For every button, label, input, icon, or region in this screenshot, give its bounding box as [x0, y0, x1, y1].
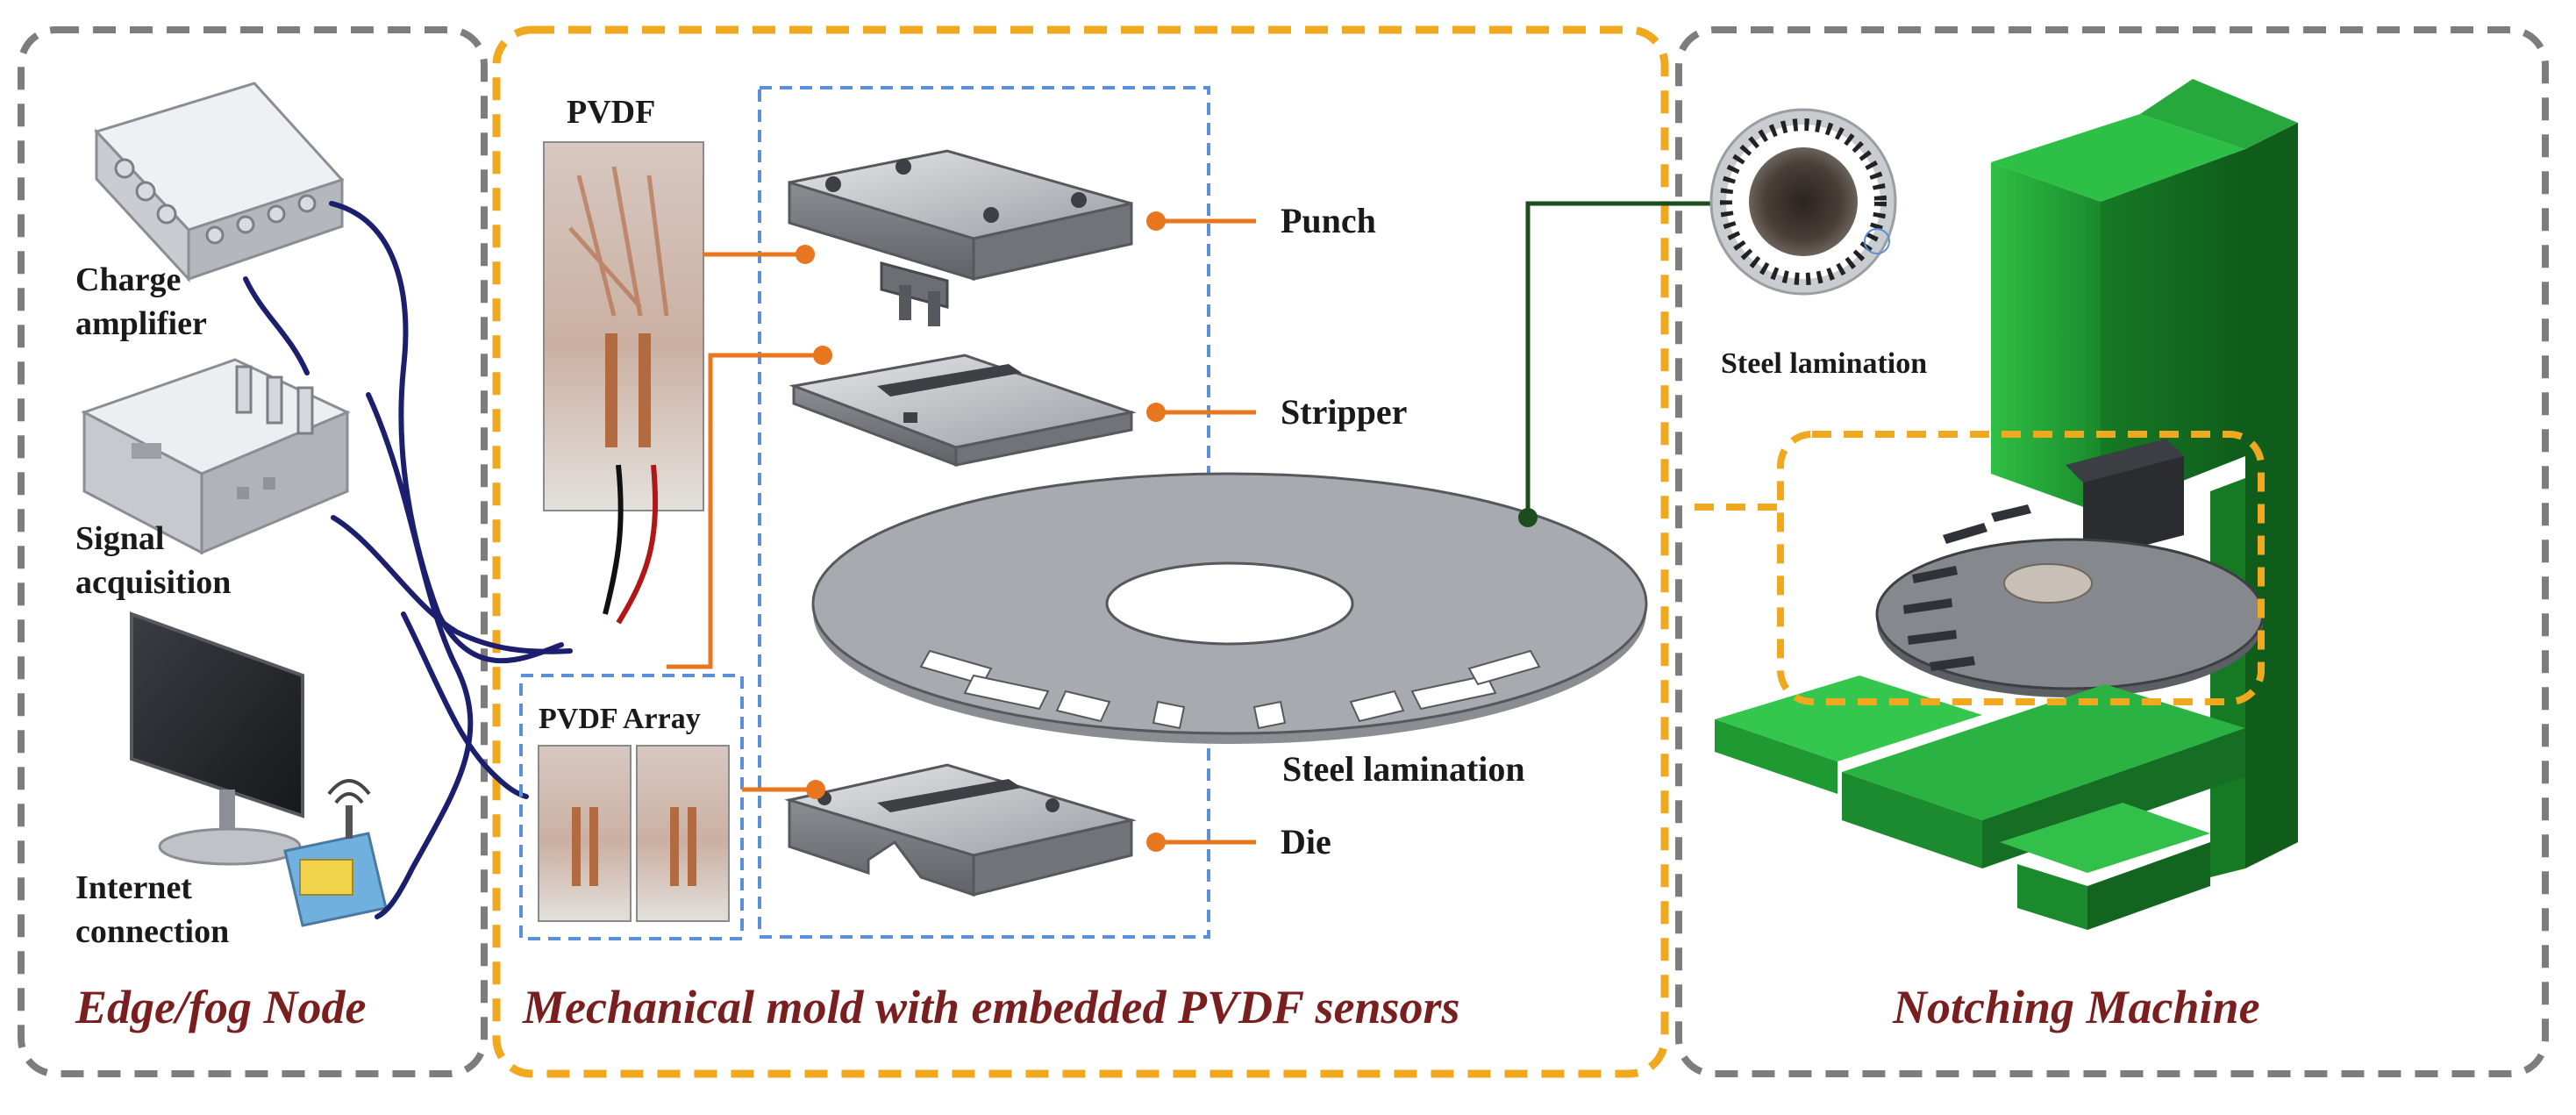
charge-amplifier-label-2: amplifier: [75, 305, 207, 342]
signal-acquisition-label-1: Signal: [75, 520, 164, 557]
machine-steel-lamination-label: Steel lamination: [1721, 347, 1927, 380]
array-to-stripper-leader: [667, 353, 823, 669]
notching-machine: [1715, 79, 2298, 930]
zoom-callout-frame: [1777, 431, 2265, 705]
charge-amplifier-label-1: Charge: [75, 261, 181, 298]
pvdf-label: PVDF: [567, 94, 655, 131]
array-to-die-dot: [806, 780, 825, 799]
steel-lamination-disc: [811, 472, 1648, 744]
stripper-label: Stripper: [1281, 392, 1407, 432]
punch-part: [788, 149, 1133, 326]
die-label: Die: [1281, 822, 1331, 861]
lamination-connector-dot: [1518, 508, 1538, 527]
die-part: [784, 763, 1137, 897]
charge-amplifier-device: [94, 82, 345, 282]
pvdf-array-frame: [519, 674, 744, 940]
internet-connection-label-1: Internet: [75, 869, 192, 906]
machine-frame: [1675, 26, 2549, 1077]
machine-title: Notching Machine: [1892, 981, 2260, 1033]
stripper-part: [788, 354, 1137, 468]
pvdf-array-photos: [538, 745, 730, 922]
edge-node-title: Edge/fog Node: [75, 981, 366, 1033]
die-leader-dot: [1146, 833, 1166, 852]
punch-leader-dot: [1146, 211, 1166, 231]
mold-frame: [492, 25, 1669, 1078]
array-to-stripper-dot: [813, 346, 832, 365]
edge-node-frame: [18, 26, 488, 1077]
pvdf-to-punch-dot: [796, 245, 815, 264]
pvdf-array-label: PVDF Array: [539, 703, 701, 735]
stripper-leader-dot: [1146, 403, 1166, 422]
internet-connection-label-2: connection: [75, 913, 229, 950]
pvdf-sensor-photo: [543, 141, 704, 625]
punch-label: Punch: [1281, 201, 1376, 240]
signal-cables: [243, 201, 573, 919]
steel-lamination-photo: [1709, 108, 1897, 296]
mold-title: Mechanical mold with embedded PVDF senso…: [522, 981, 1460, 1033]
lamination-connector: [1525, 201, 1724, 518]
mold-steel-lamination-label: Steel lamination: [1282, 749, 1525, 789]
signal-acquisition-device: [81, 358, 351, 555]
signal-acquisition-label-2: acquisition: [75, 564, 231, 601]
